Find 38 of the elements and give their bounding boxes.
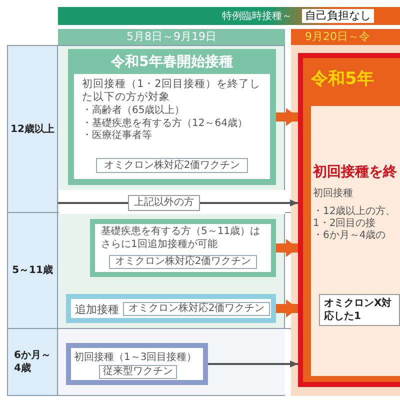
body-text: 特例臨時接種～ — [222, 10, 292, 23]
body-text: ・高齢者（65歳以上） — [82, 105, 186, 118]
vaccine-tag: オミクロン株対応2価ワクチン — [96, 158, 248, 173]
vaccine-tag: オミクロン株対応2価ワクチン — [109, 255, 257, 269]
age-group-cell: 12歳以上 — [7, 45, 58, 212]
vaccination-group-box — [298, 53, 400, 387]
vaccine-tag: 従来型ワクチン — [99, 365, 177, 379]
body-text: ・6か月～4歳の — [313, 230, 387, 242]
period-header: 9月20日～令 — [291, 29, 400, 45]
cost-free-tag: 自己負担なし — [302, 9, 374, 23]
body-text: ・12歳以上の方、1・2回目の接 — [313, 206, 397, 230]
vaccination-group-box — [66, 294, 276, 323]
edge-label: 上記以外の方 — [128, 195, 200, 211]
period-header: 5月8日～9月19日 — [58, 29, 285, 45]
age-group-cell: 6か月～4歳 — [7, 328, 58, 395]
body-text: 令和5年春開始接種 — [110, 53, 234, 71]
vaccine-tag: オミクロンX対応した1 — [319, 294, 400, 326]
vaccination-group-box — [66, 343, 208, 385]
eligibility-panel — [311, 106, 400, 376]
vaccine-tag: オミクロン株対応2価ワクチン — [123, 302, 270, 316]
eligibility-panel — [74, 74, 270, 179]
block-arrow — [276, 108, 298, 126]
block-arrow — [276, 239, 298, 257]
age-group-cell: 5～11歳 — [7, 212, 58, 328]
body-text: 基礎疾患を有する方（5～11歳）はさらに1回追加接種が可能 — [101, 226, 262, 251]
body-text: 追加接種 — [75, 302, 119, 317]
heading-text: 初回接種を終 — [313, 166, 398, 178]
program-banner — [58, 7, 400, 25]
vaccination-group-box — [68, 49, 276, 185]
body-text: ・基礎疾患を有する方（12～64歳） — [82, 118, 248, 130]
body-text: ・医療従事者等 — [82, 130, 153, 142]
block-arrow — [276, 300, 298, 318]
body-text: 令和5年 — [311, 68, 374, 90]
vaccination-group-box — [90, 219, 276, 277]
heading-text: 初回接種（1・2回目接種）を終了した以下の方が対象 — [82, 78, 262, 103]
body-text: 初回接種（1～3回目接種） — [74, 350, 198, 364]
body-text: 初回接種 — [313, 188, 354, 200]
arrow — [208, 360, 298, 368]
